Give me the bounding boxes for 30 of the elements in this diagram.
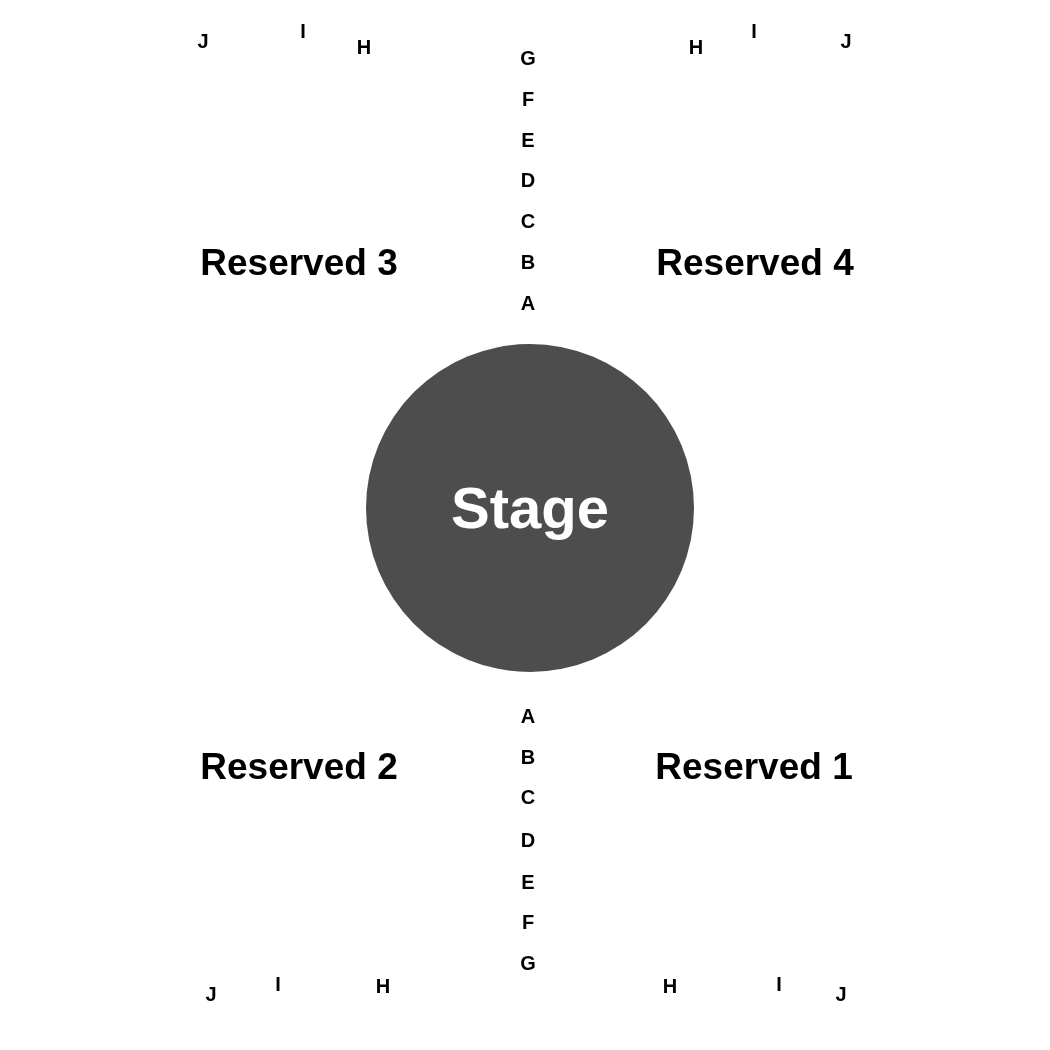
row-label: H xyxy=(662,976,678,996)
row-label: C xyxy=(520,787,536,807)
row-label: B xyxy=(520,252,536,272)
row-label: H xyxy=(356,37,372,57)
row-label: J xyxy=(197,31,209,51)
row-label: F xyxy=(521,912,535,932)
row-label: G xyxy=(520,48,536,68)
row-label: J xyxy=(840,31,852,51)
row-label: J xyxy=(835,984,847,1004)
row-label: D xyxy=(520,170,536,190)
row-label: I xyxy=(300,21,306,41)
section-label: Reserved 1 xyxy=(655,747,853,785)
section-label: Reserved 3 xyxy=(200,243,398,281)
row-label: E xyxy=(521,130,535,150)
row-label: E xyxy=(521,872,535,892)
section-label: Reserved 2 xyxy=(200,747,398,785)
row-label: I xyxy=(776,974,782,994)
row-label: A xyxy=(520,706,536,726)
row-label: J xyxy=(205,984,217,1004)
row-label: B xyxy=(520,747,536,767)
row-label: C xyxy=(520,211,536,231)
row-label: I xyxy=(275,974,281,994)
section-label: Reserved 4 xyxy=(656,243,854,281)
row-label: H xyxy=(688,37,704,57)
row-label: I xyxy=(751,21,757,41)
row-label: H xyxy=(375,976,391,996)
row-label: D xyxy=(520,830,536,850)
row-label: F xyxy=(521,89,535,109)
row-label: G xyxy=(520,953,536,973)
row-label: A xyxy=(520,293,536,313)
